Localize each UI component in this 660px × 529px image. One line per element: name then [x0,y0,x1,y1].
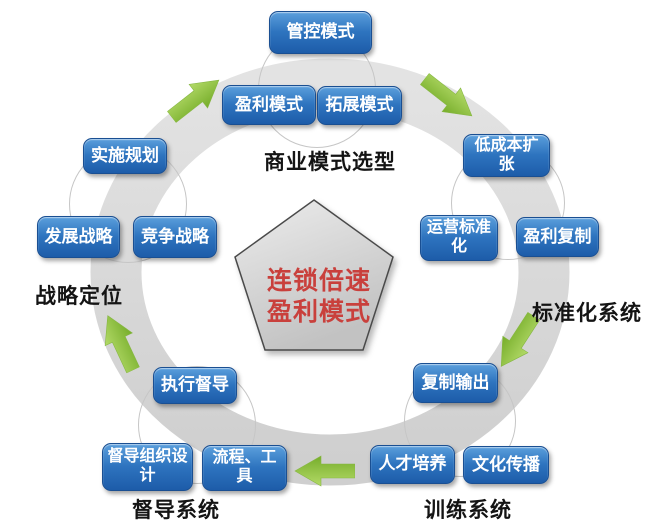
node-box: 流程、工 具 [202,445,287,491]
cluster-label: 标准化系统 [532,301,642,325]
cluster-label: 训练系统 [424,498,512,522]
node-box: 管控模式 [269,11,372,54]
center-title: 连锁倍速 盈利模式 [266,267,371,326]
node-box: 复制输出 [413,363,498,403]
node-box: 拓展模式 [317,86,402,125]
flow-arrow-w-icon [294,455,355,487]
node-box: 实施规划 [83,138,167,174]
flow-arrow-n-icon [104,315,140,374]
flow-arrow-sw-icon [500,311,541,367]
node-box: 竞争战略 [133,216,217,258]
node-box: 执行督导 [153,367,237,404]
node-box: 文化传播 [463,446,549,484]
node-box: 盈利复制 [516,217,599,257]
node-box: 盈利模式 [222,85,316,125]
node-box: 发展战略 [37,216,120,258]
node-box: 人才培养 [370,445,455,484]
cluster-circle-supervision [138,366,256,484]
cluster-label: 商业模式选型 [264,150,396,174]
node-box: 低成本扩 张 [463,134,550,177]
flow-arrow-se-icon [419,72,473,117]
node-box: 运营标准 化 [420,215,498,261]
cluster-label: 战略定位 [35,284,123,308]
cluster-label: 督导系统 [132,498,220,522]
node-box: 督导组织设 计 [102,443,193,491]
flow-arrow-ne-icon [166,79,220,124]
